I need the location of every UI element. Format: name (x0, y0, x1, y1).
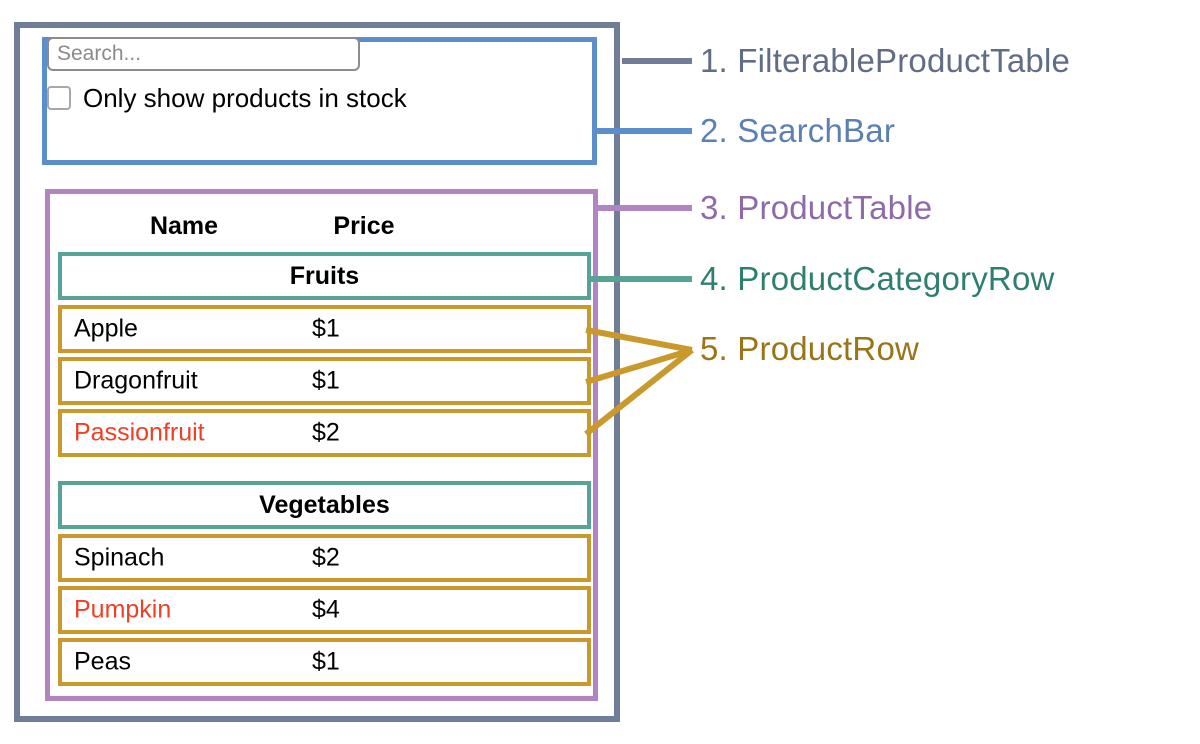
product-row: Spinach $2 (58, 534, 591, 582)
in-stock-filter-row[interactable]: Only show products in stock (47, 85, 407, 111)
annotation-label-2: 2. SearchBar (700, 112, 896, 149)
product-row-name: Apple (74, 314, 138, 343)
section-gap (58, 461, 591, 481)
annotation-label-3: 3. ProductTable (700, 189, 933, 226)
annotation-label-4: 4. ProductCategoryRow (700, 260, 1055, 297)
product-category-row-label: Fruits (289, 261, 360, 290)
product-row-price: $1 (312, 647, 340, 676)
product-row: Dragonfruit $1 (58, 357, 591, 405)
product-table-header-row: Name Price (59, 200, 579, 252)
product-row-name: Passionfruit (74, 418, 205, 447)
product-row-name: Spinach (74, 543, 165, 572)
annotation-label-1: 1. FilterableProductTable (700, 42, 1071, 79)
product-row-price: $4 (312, 595, 340, 624)
product-row-price: $2 (312, 543, 340, 572)
product-row: Peas $1 (58, 638, 591, 686)
annotation-label-5: 5. ProductRow (700, 330, 920, 367)
product-row: Apple $1 (58, 305, 591, 353)
product-category-row-label: Vegetables (259, 490, 390, 519)
product-row-price: $1 (312, 314, 340, 343)
column-header-name: Name (149, 211, 219, 240)
product-row-name: Peas (74, 647, 131, 676)
product-row-price: $1 (312, 366, 340, 395)
product-row: Pumpkin $4 (58, 586, 591, 634)
in-stock-checkbox-label: Only show products in stock (83, 83, 407, 113)
product-row-price: $2 (312, 418, 340, 447)
in-stock-checkbox[interactable] (47, 86, 71, 110)
column-header-price: Price (333, 211, 395, 240)
product-category-row: Fruits (58, 252, 591, 300)
search-input[interactable] (47, 37, 360, 71)
product-row-name: Pumpkin (74, 595, 172, 624)
product-category-row: Vegetables (58, 481, 591, 529)
product-row-name: Dragonfruit (74, 366, 198, 395)
product-row: Passionfruit $2 (58, 409, 591, 457)
search-input-wrapper (47, 37, 360, 71)
